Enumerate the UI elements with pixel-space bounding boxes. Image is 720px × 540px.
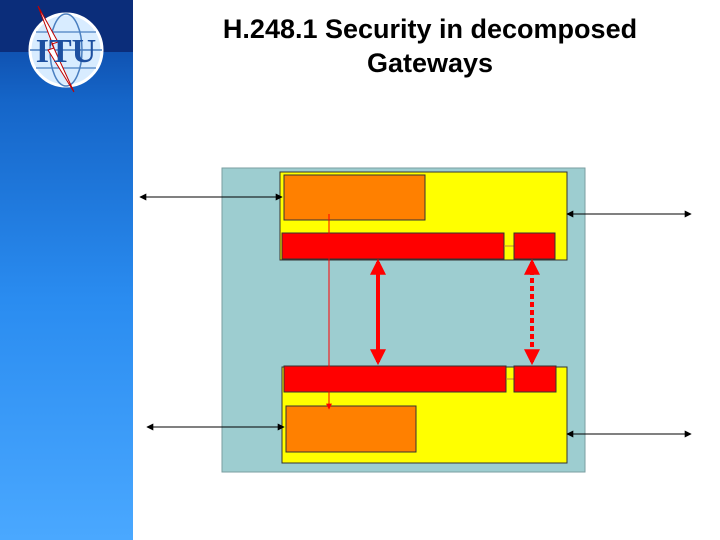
upper-orange-block xyxy=(283,174,426,221)
upper-red-bar-left xyxy=(281,232,505,260)
logo-text: ITU xyxy=(36,33,96,70)
lower-orange-block xyxy=(285,405,417,453)
lightning-bolt-icon xyxy=(37,5,75,93)
slide-title: H.248.1 Security in decomposed Gateways xyxy=(150,12,710,80)
lower-red-bar-left xyxy=(283,365,507,393)
title-line-1: H.248.1 Security in decomposed xyxy=(222,14,638,44)
left-sidebar: ITU xyxy=(0,0,133,540)
title-line-2: Gateways xyxy=(366,48,494,78)
itu-logo: ITU xyxy=(28,5,104,93)
upper-red-bar-right xyxy=(513,232,556,260)
lower-red-bar-right xyxy=(513,365,557,393)
